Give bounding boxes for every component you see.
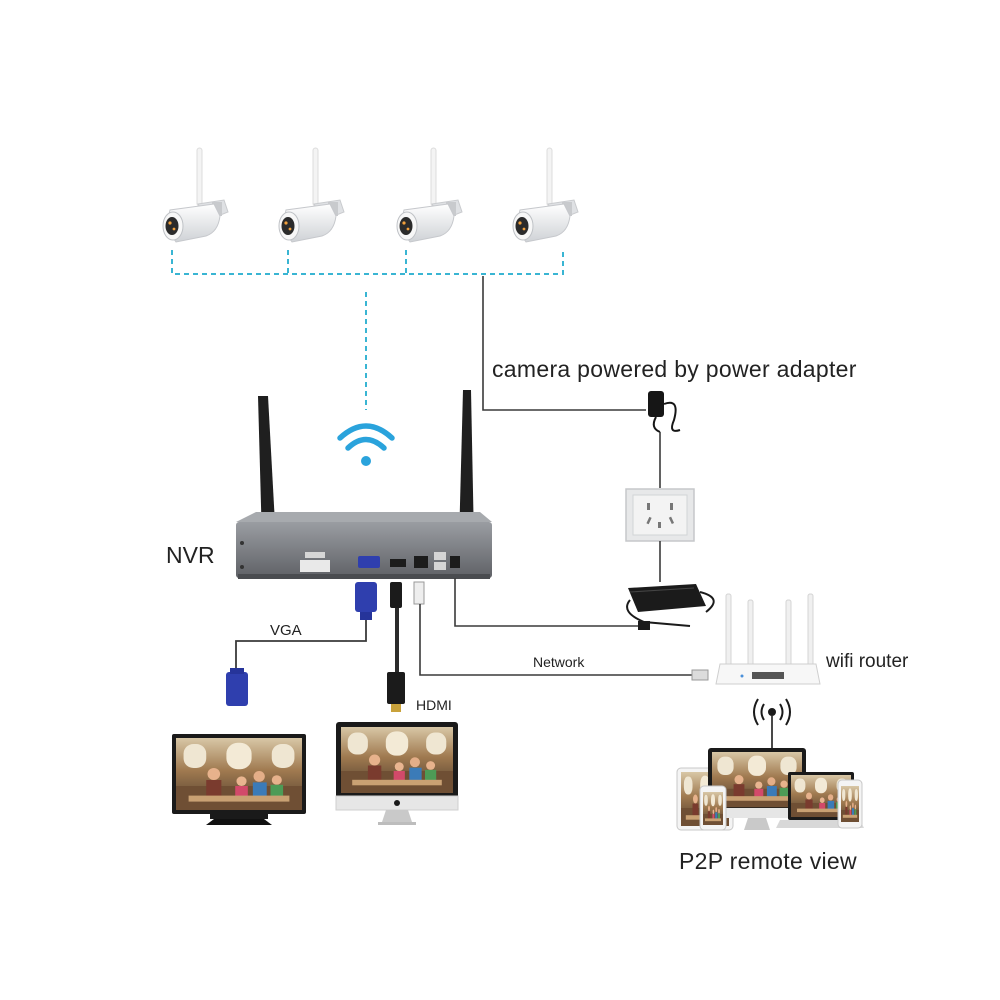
nvr-power-cable bbox=[454, 578, 640, 627]
power-adapter-icon bbox=[648, 391, 681, 433]
remote-devices-icon bbox=[676, 748, 864, 831]
wifi-icon bbox=[337, 423, 395, 466]
label-vga: VGA bbox=[270, 622, 302, 639]
hdmi-cable bbox=[387, 582, 405, 712]
nvr-power-plug bbox=[638, 621, 650, 630]
label-wifi-router: wifi router bbox=[826, 651, 909, 672]
camera-1-icon bbox=[162, 147, 229, 243]
signal-icon bbox=[753, 698, 791, 726]
wifi-dashed-links bbox=[171, 250, 564, 410]
wifi-router-icon bbox=[715, 593, 821, 685]
label-hdmi: HDMI bbox=[416, 697, 452, 713]
network-cable bbox=[413, 581, 709, 681]
tv-monitor-icon bbox=[172, 734, 306, 825]
camera-power-line bbox=[482, 276, 646, 411]
label-camera-power: camera powered by power adapter bbox=[492, 356, 857, 382]
camera-2-icon bbox=[278, 147, 345, 243]
camera-3-icon bbox=[396, 147, 463, 243]
imac-monitor-icon bbox=[335, 722, 459, 825]
label-network: Network bbox=[533, 654, 585, 670]
nvr-recorder-icon bbox=[236, 512, 492, 579]
vga-cable bbox=[226, 582, 377, 706]
camera-4-icon bbox=[512, 147, 579, 243]
label-nvr: NVR bbox=[166, 542, 215, 568]
wall-outlet-icon bbox=[625, 488, 695, 542]
power-brick-icon bbox=[626, 584, 715, 627]
label-p2p-remote-view: P2P remote view bbox=[679, 848, 857, 874]
